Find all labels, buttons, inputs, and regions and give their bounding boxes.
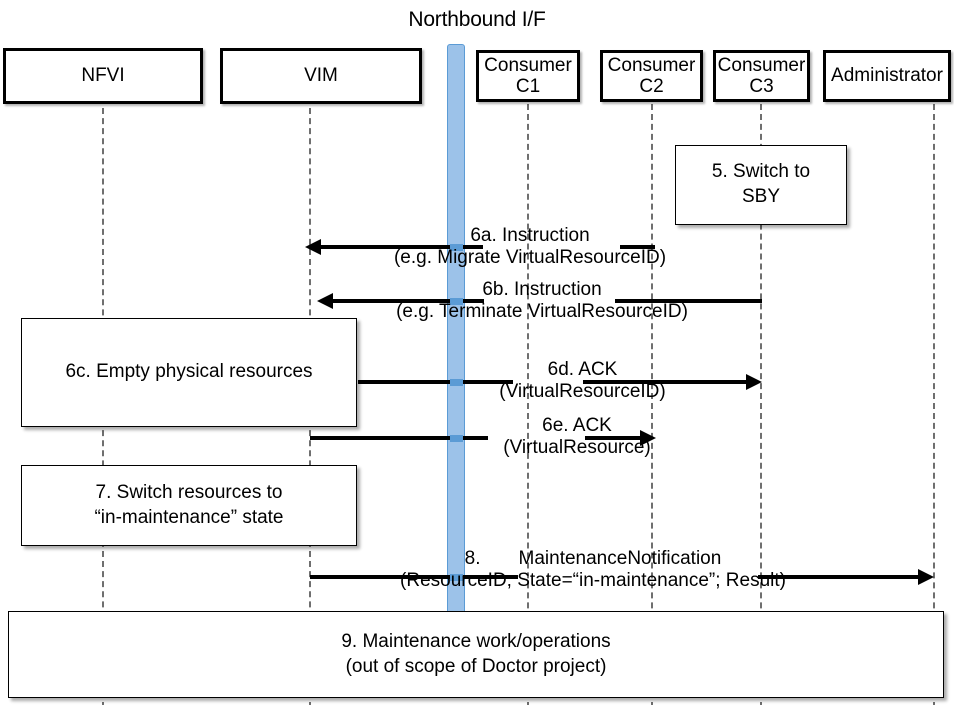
message-6d-line-left <box>358 380 513 384</box>
note-box-step7[interactable]: 7. Switch resources to “in-maintenance” … <box>21 465 357 546</box>
northbound-interface-bar-overlay <box>450 244 463 251</box>
actor-label-administrator: Administrator <box>831 65 943 87</box>
actor-sublabel-consumer-c1: C1 <box>515 76 541 97</box>
note-box-step6c[interactable]: 6c. Empty physical resources <box>21 318 357 427</box>
note-box-step5[interactable]: 5. Switch to SBY <box>675 145 847 225</box>
message-8-arrowhead <box>918 569 934 585</box>
actor-box-vim[interactable]: VIM <box>220 48 422 104</box>
message-6e-line1: 6e. ACK <box>542 415 612 436</box>
message-8-line-right <box>758 575 920 579</box>
actor-box-administrator[interactable]: Administrator <box>823 50 951 102</box>
message-6e-line-left <box>310 436 488 440</box>
message-8-line-left <box>310 575 518 579</box>
actor-box-consumer-c1[interactable]: Consumer C1 <box>476 50 580 102</box>
note-step7-line1: 7. Switch resources to <box>95 481 283 503</box>
message-6d-line-right <box>583 380 748 384</box>
northbound-interface-bar-overlay-3 <box>450 379 463 386</box>
message-6b-label: 6b. Instruction (e.g. Terminate VirtualR… <box>370 279 714 324</box>
message-6d-line2: (VirtualResourceID) <box>499 381 666 403</box>
actor-box-nfvi[interactable]: NFVI <box>3 48 203 104</box>
message-8-line1: 8. MaintenanceNotification <box>464 548 722 569</box>
actor-box-consumer-c2[interactable]: Consumer C2 <box>600 50 703 102</box>
actor-label-consumer-c3: Consumer <box>717 54 806 76</box>
actor-label-vim: VIM <box>304 65 338 87</box>
message-6e-line2: (VirtualResource) <box>503 437 651 459</box>
message-6e-label: 6e. ACK (VirtualResource) <box>472 415 682 460</box>
note-box-step9[interactable]: 9. Maintenance work/operations (out of s… <box>8 611 944 698</box>
message-6e-line-right <box>585 436 643 440</box>
northbound-interface-bar <box>447 44 465 614</box>
note-step7-line2: “in-maintenance” state <box>94 506 284 528</box>
lifeline-administrator <box>933 104 935 705</box>
message-6a-line-right <box>620 245 655 249</box>
message-6a-line2: (e.g. Migrate VirtualResourceID) <box>393 247 667 269</box>
actor-label-consumer-c2: Consumer <box>607 54 696 76</box>
message-6b-arrowhead <box>317 293 333 309</box>
message-6d-label: 6d. ACK (VirtualResourceID) <box>470 359 695 404</box>
northbound-interface-bar-overlay-5 <box>450 574 463 581</box>
note-step9-line2: (out of scope of Doctor project) <box>345 655 607 677</box>
northbound-interface-bar-overlay-2 <box>450 298 463 305</box>
actor-sublabel-consumer-c2: C2 <box>639 76 664 97</box>
northbound-interface-bar-overlay-4 <box>450 435 463 442</box>
note-step6c-line1: 6c. Empty physical resources <box>65 361 313 383</box>
message-6b-line-left <box>332 299 484 303</box>
message-6e-arrowhead <box>640 430 656 446</box>
lifeline-consumer-c3 <box>760 104 762 705</box>
message-8-line2: (ResourceID; State=“in-maintenance”; Res… <box>400 570 786 592</box>
note-step5-line2: SBY <box>741 186 781 207</box>
message-6d-arrowhead <box>746 374 762 390</box>
actor-sublabel-consumer-c3: C3 <box>749 76 774 97</box>
message-6a-line-left <box>320 245 483 249</box>
message-6b-line-right <box>615 299 762 303</box>
lifeline-consumer-c2 <box>651 104 653 705</box>
message-8-label: 8. MaintenanceNotification (ResourceID; … <box>338 548 848 593</box>
note-step5-line1: 5. Switch to <box>711 161 811 183</box>
actor-label-consumer-c1: Consumer <box>484 54 572 76</box>
message-6b-line2: (e.g. Terminate VirtualResourceID) <box>396 301 688 323</box>
note-step9-line1: 9. Maintenance work/operations <box>341 630 611 652</box>
diagram-title: Northbound I/F <box>408 8 546 31</box>
actor-label-nfvi: NFVI <box>81 65 125 87</box>
message-6a-arrowhead <box>305 239 321 255</box>
message-6b-line1: 6b. Instruction <box>482 279 602 300</box>
actor-box-consumer-c3[interactable]: Consumer C3 <box>713 50 810 102</box>
message-6a-label: 6a. Instruction (e.g. Migrate VirtualRes… <box>365 225 695 270</box>
message-6a-line1: 6a. Instruction <box>470 225 590 246</box>
lifeline-consumer-c1 <box>527 104 529 705</box>
message-6d-line1: 6d. ACK <box>547 359 618 380</box>
